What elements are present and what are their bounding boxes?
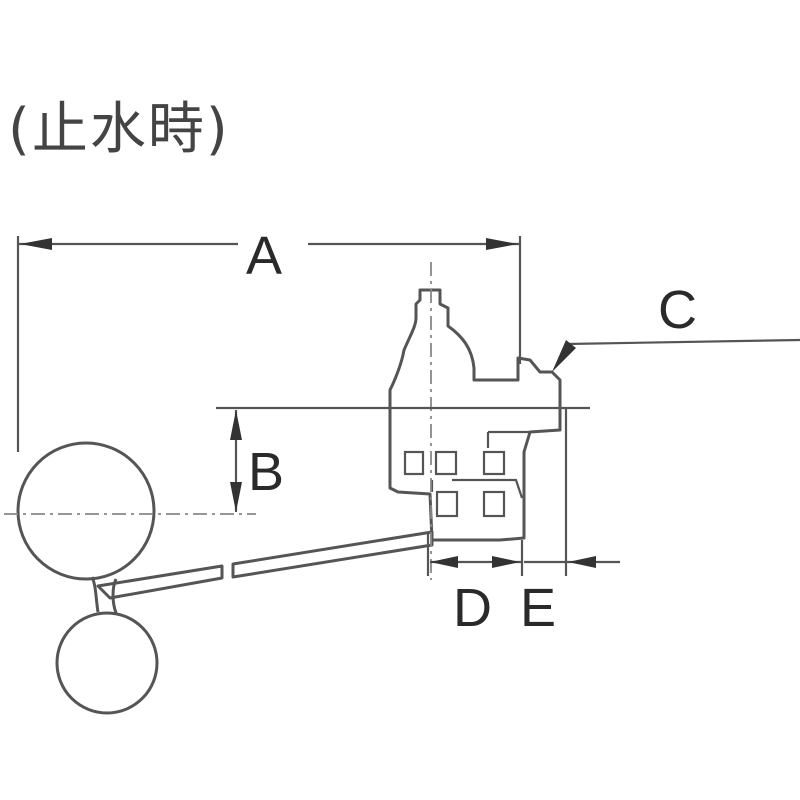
float-ball-upper [16, 441, 156, 581]
float-arm [96, 530, 434, 600]
label-d: D [453, 578, 492, 638]
leader-c [552, 338, 800, 372]
valve-port-1 [403, 450, 425, 476]
dimension-a [16, 236, 522, 452]
valve-port-5 [482, 490, 506, 518]
valve-port-3 [482, 450, 506, 476]
dimension-d [426, 532, 524, 576]
valve-port-4 [435, 490, 459, 518]
float-ball-neck [90, 576, 118, 614]
label-e: E [520, 578, 556, 638]
label-a: A [246, 226, 282, 286]
valve-port-2 [434, 450, 458, 476]
label-c: C [658, 280, 697, 340]
valve-body [388, 288, 562, 542]
label-b: B [248, 442, 284, 502]
dimension-e [524, 408, 620, 576]
dimension-b [216, 406, 590, 512]
page-title: (止水時) [8, 97, 230, 162]
float-ball-lower [55, 611, 159, 715]
